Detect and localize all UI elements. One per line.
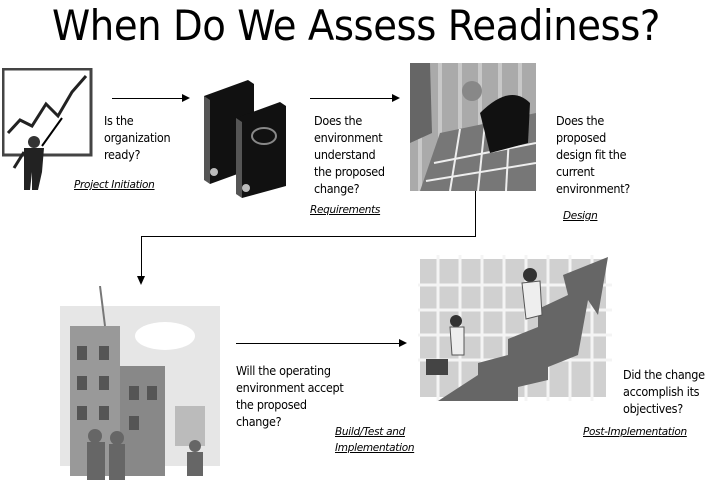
arrow-2-line bbox=[310, 98, 392, 99]
stage-1-question: Is the organization ready? bbox=[104, 112, 171, 163]
arrow-4-head-icon bbox=[399, 339, 407, 347]
phase-line: Implementation bbox=[335, 442, 415, 454]
question-line: current bbox=[556, 164, 595, 179]
presenter-chart-clipart bbox=[2, 68, 93, 190]
phase-requirements: Requirements bbox=[310, 204, 381, 216]
phase-project-initiation: Project Initiation bbox=[74, 179, 155, 191]
stage-2-question: Does the environment understand the prop… bbox=[314, 112, 385, 197]
connector-down-2 bbox=[141, 236, 142, 276]
binders-clipart bbox=[204, 80, 286, 198]
question-line: understand bbox=[314, 147, 376, 162]
connector-down bbox=[475, 191, 476, 236]
stage-3-question: Does the proposed design fit the current… bbox=[556, 112, 630, 197]
question-line: proposed bbox=[556, 130, 606, 145]
connector-across bbox=[141, 236, 476, 237]
arrow-2-head-icon bbox=[392, 94, 400, 102]
question-line: the proposed bbox=[236, 397, 307, 412]
slide-title: When Do We Assess Readiness? bbox=[52, 1, 660, 50]
question-line: ready? bbox=[104, 147, 141, 162]
arrow-1-head-icon bbox=[182, 94, 190, 102]
phase-line: Build/Test and bbox=[335, 426, 405, 438]
phase-build-test-implementation: Build/Test and Implementation bbox=[335, 424, 414, 456]
question-line: environment bbox=[314, 130, 383, 145]
question-line: Is the bbox=[104, 113, 134, 128]
stage-5-question: Did the change accomplish its objectives… bbox=[623, 366, 705, 417]
phase-post-implementation: Post-Implementation bbox=[583, 426, 687, 438]
arrow-3-head-icon bbox=[137, 276, 145, 285]
arrow-1-line bbox=[112, 98, 182, 99]
question-line: change? bbox=[236, 414, 282, 429]
question-line: accomplish its bbox=[623, 384, 700, 399]
question-line: organization bbox=[104, 130, 171, 145]
question-line: change? bbox=[314, 181, 360, 196]
growth-stairs-clipart bbox=[418, 255, 612, 401]
question-line: Will the operating bbox=[236, 363, 331, 378]
stage-4-question: Will the operating environment accept th… bbox=[236, 362, 344, 430]
question-line: Does the bbox=[556, 113, 604, 128]
question-line: design fit the bbox=[556, 147, 627, 162]
question-line: Did the change bbox=[623, 367, 705, 382]
phase-design: Design bbox=[563, 210, 598, 222]
question-line: environment accept bbox=[236, 380, 344, 395]
question-line: the proposed bbox=[314, 164, 385, 179]
construction-clipart bbox=[60, 286, 220, 480]
question-line: objectives? bbox=[623, 401, 683, 416]
arrow-4-line bbox=[236, 343, 399, 344]
design-team-clipart bbox=[410, 63, 536, 191]
question-line: environment? bbox=[556, 181, 630, 196]
question-line: Does the bbox=[314, 113, 362, 128]
